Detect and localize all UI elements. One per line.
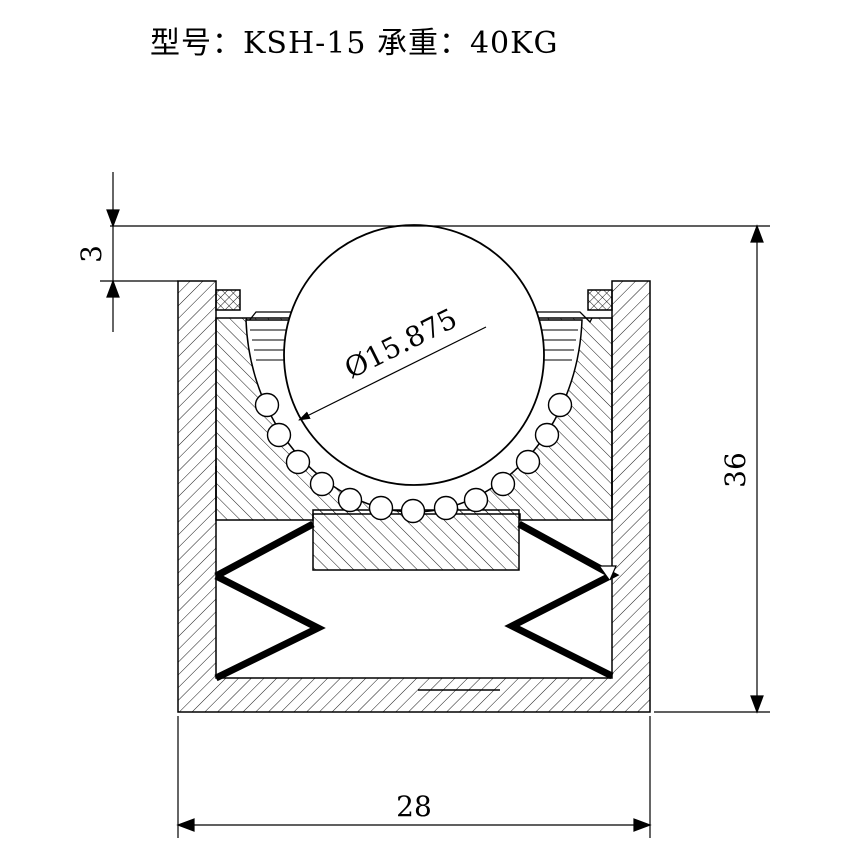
seal-ring-right (587, 289, 613, 311)
dim-protrusion-label: 3 (75, 245, 108, 263)
seal-ring-left (215, 289, 241, 311)
dimension-protrusion (100, 172, 178, 332)
page-title: 型号：KSH-15 承重：40KG (150, 26, 559, 61)
spring-left (214, 520, 326, 682)
ball-diameter-leader (298, 326, 487, 421)
bearing-balls (254, 392, 573, 524)
dim-height-label: 36 (719, 452, 752, 488)
spring-right (504, 520, 620, 680)
main-ball (283, 224, 545, 486)
dimension-width (176, 716, 652, 838)
spring-right-end (600, 565, 617, 581)
dimension-height (110, 224, 770, 714)
seat-lines (250, 329, 578, 361)
dim-width-label: 28 (396, 790, 432, 823)
